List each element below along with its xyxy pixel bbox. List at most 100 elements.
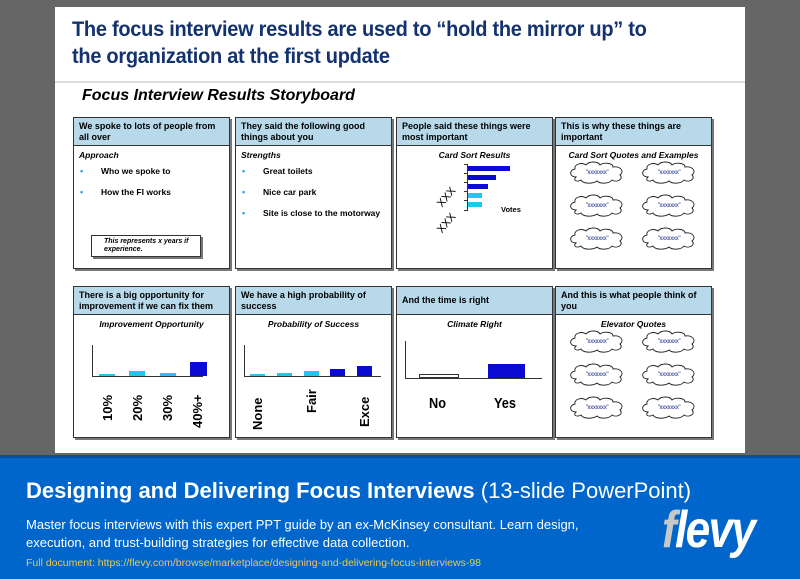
quote-cloud: "xxxxxxx" bbox=[568, 396, 626, 419]
bar bbox=[190, 362, 207, 376]
category-label: Exce bbox=[357, 396, 372, 427]
quote-cloud: "xxxxxxx" bbox=[640, 330, 698, 353]
chart-axis bbox=[244, 345, 245, 377]
bar bbox=[99, 374, 115, 376]
quote-cloud: "xxxxxxx" bbox=[568, 363, 626, 386]
panel-climate-right: And the time is right Climate Right No Y… bbox=[396, 286, 553, 438]
title-divider bbox=[55, 81, 745, 83]
category-label: 30% bbox=[160, 394, 175, 421]
slide-title: The focus interview results are used to … bbox=[72, 17, 647, 68]
quote-grid: "xxxxxxx" "xxxxxxx" "xxxxxxx" "xxxxxxx" … bbox=[568, 161, 703, 250]
category-label: 20% bbox=[130, 394, 145, 421]
quote-cloud: "xxxxxxx" bbox=[568, 227, 626, 250]
category-label: None bbox=[250, 397, 265, 431]
promo-banner: Designing and Delivering Focus Interview… bbox=[0, 455, 800, 579]
axis-label: XXX bbox=[435, 185, 459, 210]
category-label: 10% bbox=[100, 394, 115, 421]
bar bbox=[468, 202, 482, 207]
chart-axis bbox=[244, 376, 381, 377]
bullet-icon: • bbox=[242, 166, 246, 176]
storyboard-title: Focus Interview Results Storyboard bbox=[82, 87, 355, 104]
panel-subtitle: Approach bbox=[79, 150, 119, 160]
quote-grid: "xxxxxxx" "xxxxxxx" "xxxxxxx" "xxxxxxx" … bbox=[568, 330, 703, 419]
bar bbox=[419, 374, 459, 378]
bullet-item: •Nice car park bbox=[242, 187, 317, 197]
bullet-item: •Site is close to the motorway bbox=[242, 208, 381, 218]
flevy-logo[interactable]: flevy bbox=[662, 501, 756, 559]
panel-strengths: They said the following good things abou… bbox=[235, 117, 392, 269]
quote-cloud: "xxxxxxx" bbox=[568, 194, 626, 217]
card-sort-chart: XXX XXX Votes bbox=[397, 162, 554, 252]
chart-axis bbox=[92, 376, 203, 377]
tick bbox=[464, 164, 468, 165]
bullet-icon: • bbox=[80, 187, 84, 197]
quote-cloud: "xxxxxxx" bbox=[640, 161, 698, 184]
bullet-icon: • bbox=[242, 187, 246, 197]
panel-subtitle: Card Sort Quotes and Examples bbox=[568, 150, 699, 160]
probability-chart: None Fair Exce bbox=[236, 331, 393, 436]
tick bbox=[464, 210, 468, 211]
tick bbox=[464, 182, 468, 183]
bullet-icon: • bbox=[80, 166, 84, 176]
panel-subtitle: Probability of Success bbox=[267, 319, 360, 329]
bar bbox=[250, 374, 265, 376]
bar bbox=[129, 371, 145, 376]
panel-header: And the time is right bbox=[397, 287, 552, 315]
tick bbox=[464, 200, 468, 201]
quote-cloud: "xxxxxxx" bbox=[640, 396, 698, 419]
bullet-list: •Great toilets •Nice car park •Site is c… bbox=[236, 160, 391, 218]
panel-header: People said these things were most impor… bbox=[397, 118, 552, 146]
slide: The focus interview results are used to … bbox=[55, 7, 745, 453]
tick bbox=[464, 191, 468, 192]
bullet-item: •Great toilets bbox=[242, 166, 313, 176]
quote-cloud: "xxxxxxx" bbox=[640, 227, 698, 250]
panel-header: We have a high probability of success bbox=[236, 287, 391, 315]
banner-title: Designing and Delivering Focus Interview… bbox=[26, 478, 692, 503]
panel-header: This is why these things are important bbox=[556, 118, 711, 146]
quote-cloud: "xxxxxxx" bbox=[640, 194, 698, 217]
bar bbox=[468, 193, 482, 198]
banner-description: Master focus interviews with this expert… bbox=[26, 517, 579, 550]
category-label: Fair bbox=[304, 389, 319, 413]
bullet-item: •Who we spoke to bbox=[80, 166, 171, 176]
bar bbox=[304, 371, 319, 376]
panel-improvement-opportunity: There is a big opportunity for improveme… bbox=[73, 286, 230, 438]
quote-cloud: "xxxxxxx" bbox=[568, 330, 626, 353]
bar bbox=[160, 373, 176, 376]
category-label: No bbox=[429, 395, 446, 412]
panel-subtitle: Climate Right bbox=[447, 319, 502, 329]
quote-cloud: "xxxxxxx" bbox=[568, 161, 626, 184]
panel-subtitle: Elevator Quotes bbox=[600, 319, 667, 329]
panel-header: And this is what people think of you bbox=[556, 287, 711, 315]
panel-card-sort-quotes: This is why these things are important C… bbox=[555, 117, 712, 269]
panel-probability-of-success: We have a high probability of success Pr… bbox=[235, 286, 392, 438]
tick bbox=[464, 173, 468, 174]
document-link[interactable]: Full document: https://flevy.com/browse/… bbox=[26, 557, 482, 569]
improvement-chart: 10% 20% 30% 40%+ bbox=[74, 331, 231, 436]
category-label: Yes bbox=[494, 395, 516, 412]
panel-subtitle: Improvement Opportunity bbox=[99, 319, 204, 329]
bar bbox=[468, 166, 510, 171]
bar bbox=[330, 369, 345, 376]
bar bbox=[357, 366, 372, 376]
chart-axis bbox=[405, 378, 542, 379]
bullet-icon: • bbox=[242, 208, 246, 218]
note-box: This represents x years if experience. bbox=[91, 235, 201, 257]
panel-header: We spoke to lots of people from all over bbox=[74, 118, 229, 146]
category-label: 40%+ bbox=[190, 394, 205, 428]
bar bbox=[277, 373, 292, 376]
bullet-list: •Who we spoke to •How the FI works bbox=[74, 160, 229, 197]
panel-card-sort-results: People said these things were most impor… bbox=[396, 117, 553, 269]
bar bbox=[468, 175, 496, 180]
chart-axis bbox=[467, 164, 468, 211]
panel-header: There is a big opportunity for improveme… bbox=[74, 287, 229, 315]
panel-subtitle: Strengths bbox=[241, 150, 281, 160]
climate-chart: No Yes bbox=[397, 331, 554, 436]
chart-axis bbox=[405, 341, 406, 379]
panel-elevator-quotes: And this is what people think of you Ele… bbox=[555, 286, 712, 438]
panel-approach: We spoke to lots of people from all over… bbox=[73, 117, 230, 269]
bar bbox=[488, 364, 525, 378]
bullet-item: •How the FI works bbox=[80, 187, 171, 197]
axis-label: XXX bbox=[435, 211, 459, 236]
quote-cloud: "xxxxxxx" bbox=[640, 363, 698, 386]
